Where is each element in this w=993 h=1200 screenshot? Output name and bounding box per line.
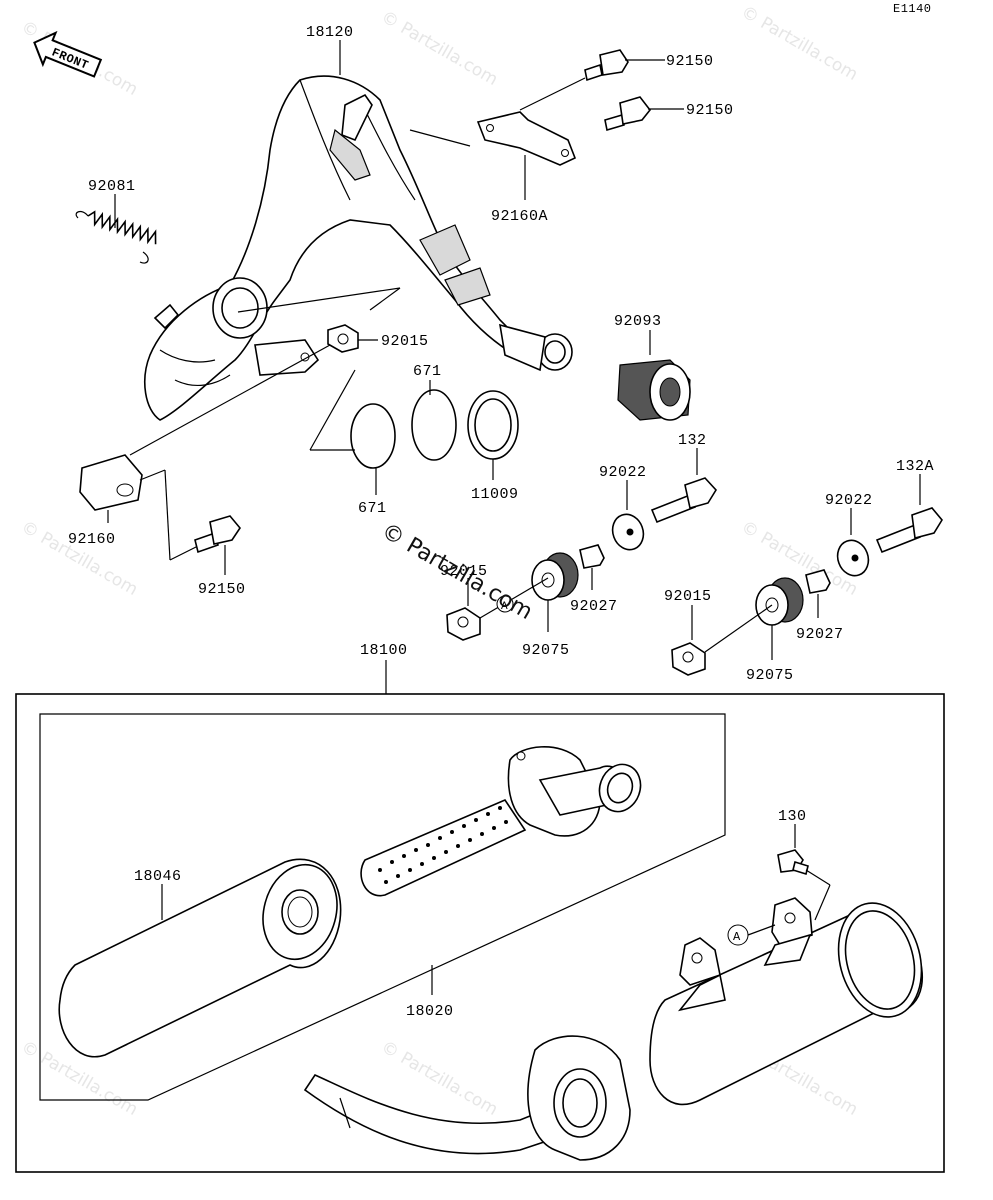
part-label-92015-upper: 92015 — [381, 333, 429, 350]
circle-ref-a-text: A — [501, 601, 508, 613]
collar-icon — [579, 544, 605, 569]
watermark-text: © Partzilla.com — [18, 517, 142, 600]
part-label-671-upper: 671 — [413, 363, 442, 380]
part-label-92160: 92160 — [68, 531, 116, 548]
inlet-pipe-icon — [303, 1035, 631, 1161]
part-label-92150-second: 92150 — [686, 102, 734, 119]
assembly-box-18100 — [15, 693, 945, 1173]
bracket-icon — [79, 454, 143, 511]
muffler-body-icon — [58, 858, 342, 1058]
part-label-671-lower: 671 — [358, 500, 387, 517]
part-label-92075-right: 92075 — [746, 667, 794, 684]
sub-assembly-box — [39, 713, 726, 1101]
part-label-92150-lower: 92150 — [198, 581, 246, 598]
circle-ref-a-text: A — [733, 930, 741, 944]
bolt-icon — [875, 507, 943, 554]
inner-pipe-icon — [360, 746, 642, 897]
part-label-92027-right: 92027 — [796, 626, 844, 643]
part-label-92081: 92081 — [88, 178, 136, 195]
bolt-icon — [194, 515, 241, 554]
part-label-132A: 132A — [896, 458, 934, 475]
bolt-icon — [604, 96, 652, 132]
bolt-icon — [650, 477, 717, 524]
watermark-text: © Partzilla.com — [738, 2, 862, 85]
grommet-icon — [617, 359, 691, 421]
nut-icon — [327, 324, 359, 353]
part-label-92150-top: 92150 — [666, 53, 714, 70]
part-label-92022-right: 92022 — [825, 492, 873, 509]
collar-icon — [805, 569, 831, 594]
diagram-code: E1140 — [893, 2, 932, 16]
part-label-18046: 18046 — [134, 868, 182, 885]
part-label-92022-mid: 92022 — [599, 464, 647, 481]
bolt-icon — [584, 49, 629, 82]
bolt-icon — [777, 849, 809, 876]
part-label-92075-mid: 92075 — [522, 642, 570, 659]
part-label-11009: 11009 — [471, 486, 519, 503]
muffler-shell-icon — [649, 897, 923, 1106]
nut-icon — [671, 642, 706, 676]
part-label-92160A: 92160A — [491, 208, 548, 225]
part-label-18100: 18100 — [360, 642, 408, 659]
spring-icon — [75, 210, 157, 264]
watermark-text: © Partzilla.com — [378, 7, 502, 90]
watermark-text: © Partzilla.com — [378, 1037, 502, 1120]
nut-icon — [446, 607, 481, 641]
part-label-92015-mid: 92015 — [440, 563, 488, 580]
bracket-icon — [476, 111, 577, 166]
part-label-18120: 18120 — [306, 24, 354, 41]
circle-ref-a — [496, 595, 514, 613]
part-label-130: 130 — [778, 808, 807, 825]
exhaust-pipe-drawing — [144, 75, 573, 421]
part-label-92027-mid: 92027 — [570, 598, 618, 615]
part-label-92015-right: 92015 — [664, 588, 712, 605]
damper-icon — [531, 552, 579, 601]
part-label-18020: 18020 — [406, 1003, 454, 1020]
part-label-132: 132 — [678, 432, 707, 449]
watermark-text-center: © Partzilla.com — [377, 519, 537, 626]
damper-icon — [755, 577, 804, 626]
part-label-92093: 92093 — [614, 313, 662, 330]
